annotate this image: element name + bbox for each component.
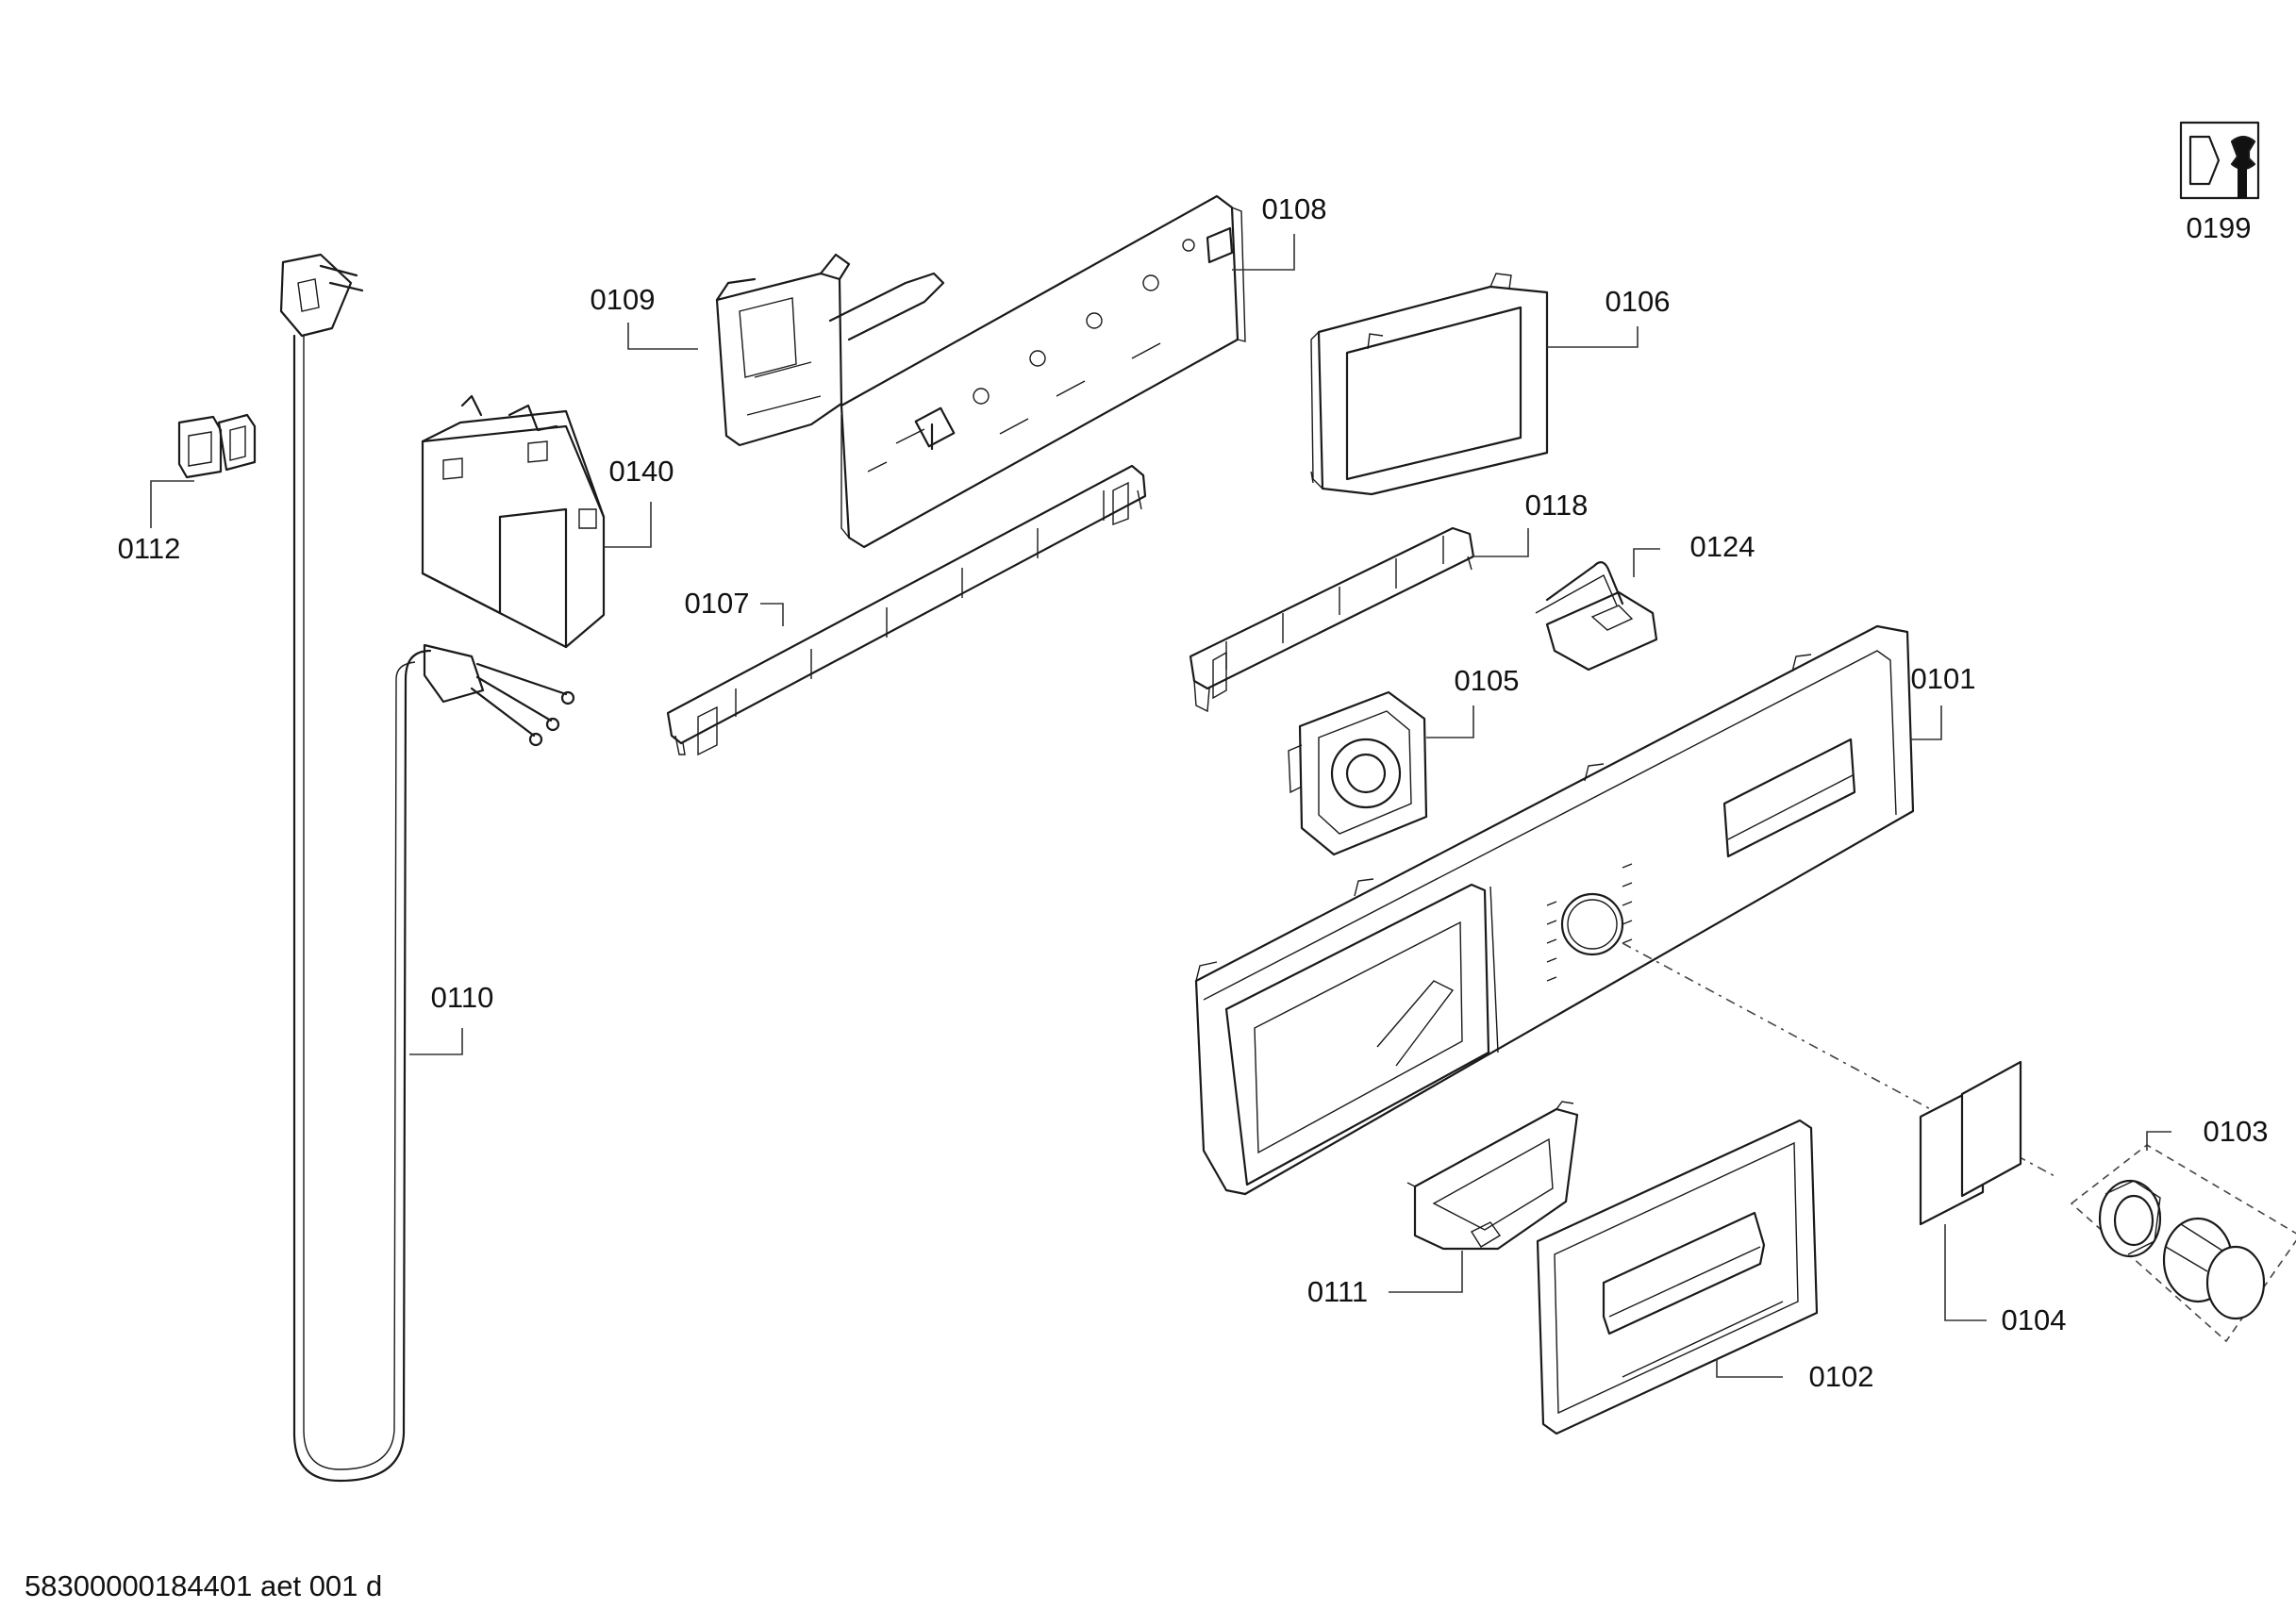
leader-0101 (1911, 705, 1942, 740)
part-0111-dispenser-bracket (1406, 1101, 1579, 1251)
label-0124: 0124 (1690, 530, 1755, 563)
leader-0104 (1944, 1224, 1987, 1321)
part-0108-control-board (840, 194, 1246, 549)
leader-0112 (150, 480, 194, 528)
wrench-nut-icon (2179, 121, 2260, 200)
part-0107-light-guide (666, 464, 1147, 756)
label-0105: 0105 (1455, 664, 1520, 697)
label-0106: 0106 (1606, 285, 1671, 318)
leader-0109 (627, 323, 698, 350)
leader-0103 (2146, 1131, 2171, 1151)
leader-0118 (1472, 528, 1529, 557)
part-0118-light-guide (1189, 526, 1475, 713)
part-0112-cable-clip (177, 413, 257, 479)
leader-0105 (1426, 705, 1474, 738)
label-0107: 0107 (685, 587, 750, 620)
drawing-code: 58300000184401 aet 001 d (25, 1569, 382, 1602)
leader-0111 (1389, 1251, 1463, 1293)
part-0104-label-sheets (1919, 1060, 2022, 1226)
label-0140: 0140 (609, 455, 674, 488)
label-0112: 0112 (118, 532, 181, 565)
part-0110-mains-cable (279, 253, 575, 1483)
label-0101: 0101 (1911, 662, 1976, 695)
part-0102-drawer-front (1536, 1119, 1819, 1435)
leader-0106 (1547, 326, 1639, 348)
part-0106-display-frame (1310, 273, 1549, 496)
label-0103: 0103 (2204, 1115, 2269, 1148)
part-0124-sensor-board (1535, 561, 1658, 672)
label-0111: 0111 (1307, 1275, 1368, 1308)
part-0103-knob-assembly (2070, 1144, 2296, 1343)
part-0140-power-module (421, 394, 606, 649)
leader-0124 (1633, 548, 1660, 577)
label-0102: 0102 (1809, 1360, 1874, 1393)
label-0199: 0199 (2187, 211, 2252, 244)
leader-0107 (760, 603, 784, 626)
part-0109-bracket (715, 253, 945, 447)
leader-0108 (1232, 234, 1295, 271)
label-0104: 0104 (2002, 1303, 2067, 1336)
label-0110: 0110 (431, 981, 494, 1014)
label-0109: 0109 (591, 283, 656, 316)
leader-0102 (1716, 1358, 1783, 1378)
part-0105-program-selector (1288, 690, 1428, 856)
label-0108: 0108 (1262, 192, 1327, 225)
leader-0140 (604, 502, 652, 548)
leader-0110 (409, 1028, 463, 1055)
part-0101-control-panel (1194, 624, 1915, 1196)
label-0118: 0118 (1525, 489, 1589, 522)
